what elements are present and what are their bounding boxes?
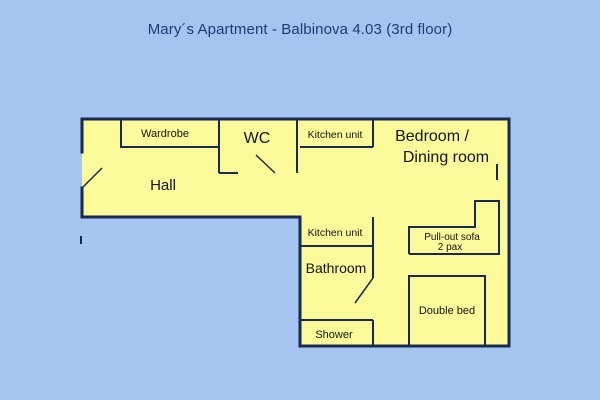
- bedroom-label-line2: Dining room: [403, 149, 489, 166]
- wc-label: WC: [244, 130, 271, 147]
- floor-area: [82, 119, 509, 346]
- pullout-sofa-label-line1: Pull-out sofa: [424, 232, 480, 243]
- wardrobe-label: Wardrobe: [141, 128, 189, 140]
- shower-label: Shower: [315, 329, 353, 341]
- wc-door: [255, 154, 276, 174]
- kitchen-unit-bottom-label: Kitchen unit: [308, 227, 363, 239]
- doors: [81, 154, 374, 304]
- interior-walls: [120, 119, 500, 347]
- bathroom-label: Bathroom: [306, 260, 367, 276]
- bedroom-label-line1: Bedroom /: [395, 128, 469, 145]
- double-bed-label: Double bed: [419, 305, 475, 317]
- outer-walls: [80, 117, 511, 348]
- bathroom-door: [354, 277, 374, 304]
- entrance-door: [81, 167, 103, 189]
- kitchen-unit-top-label: Kitchen unit: [308, 129, 363, 141]
- pullout-sofa-label-line2: 2 pax: [438, 242, 462, 253]
- hall-label: Hall: [150, 177, 176, 194]
- wall-markers: [80, 164, 498, 244]
- plan-title: Mary´s Apartment - Balbinova 4.03 (3rd f…: [147, 21, 453, 38]
